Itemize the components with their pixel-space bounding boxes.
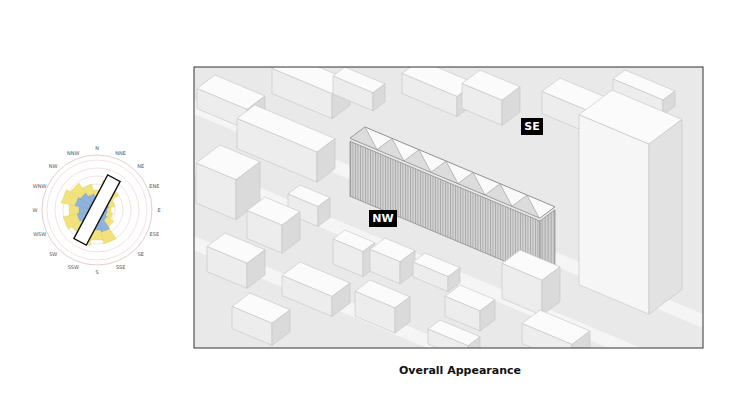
building-side xyxy=(318,198,330,227)
building xyxy=(207,233,265,288)
tower xyxy=(579,90,682,314)
building-face xyxy=(462,84,502,126)
compass-label: WNW xyxy=(33,184,47,189)
rose-ring xyxy=(42,155,152,265)
compass-label: NE xyxy=(137,164,144,169)
building xyxy=(522,310,590,348)
building-side xyxy=(272,310,290,346)
building-side xyxy=(572,331,590,348)
building xyxy=(282,262,350,317)
rose-ring xyxy=(55,168,139,252)
building-side xyxy=(663,91,675,115)
building-face xyxy=(333,239,363,277)
compass-label: E xyxy=(157,208,160,213)
direction-tag: SE xyxy=(521,118,543,135)
building-face xyxy=(502,264,542,316)
figure-caption: Overall Appearance xyxy=(399,364,521,377)
building-face xyxy=(232,307,272,346)
building-side xyxy=(247,250,265,288)
wind-rose xyxy=(42,155,152,265)
building-side xyxy=(332,283,350,317)
building-side xyxy=(373,84,385,111)
building-face xyxy=(428,329,468,348)
building xyxy=(445,285,495,331)
building-face xyxy=(579,115,649,314)
roof-panel xyxy=(512,195,554,218)
building-face xyxy=(522,324,572,349)
compass-label: NNE xyxy=(115,150,126,155)
rose-ring xyxy=(47,160,147,260)
building xyxy=(370,238,415,284)
compass-label: ESE xyxy=(150,231,160,236)
compass-label: S xyxy=(95,270,98,275)
building-side xyxy=(395,297,410,333)
building-face xyxy=(355,291,395,333)
building-face xyxy=(333,76,373,111)
compass-label: N xyxy=(95,146,99,151)
building-side xyxy=(502,87,520,126)
building-side xyxy=(282,212,300,254)
sawtooth-roof xyxy=(350,127,555,218)
building xyxy=(502,250,560,315)
compass-label: ENE xyxy=(149,184,159,189)
direction-tag: NW xyxy=(369,210,397,227)
direction-label: NW xyxy=(372,212,393,225)
massing-view xyxy=(194,67,703,348)
compass-label: SSW xyxy=(68,265,79,270)
building-side xyxy=(542,267,560,316)
building xyxy=(355,280,410,333)
compass-label: WSW xyxy=(33,231,46,236)
roof-outline xyxy=(350,127,555,218)
building-face xyxy=(370,249,400,284)
direction-label: SE xyxy=(524,120,539,133)
building xyxy=(247,197,300,253)
compass-label: NNW xyxy=(67,150,79,155)
compass-label: SW xyxy=(49,251,57,256)
building xyxy=(333,230,375,277)
building xyxy=(428,320,480,348)
building-face xyxy=(207,247,247,289)
building xyxy=(333,67,385,111)
ground xyxy=(194,67,703,348)
compass-label: SE xyxy=(138,251,144,256)
building-side xyxy=(649,119,682,314)
building-side xyxy=(317,139,335,183)
building xyxy=(462,70,520,125)
building-face xyxy=(196,163,236,220)
building-face xyxy=(272,69,332,119)
frame xyxy=(194,67,703,348)
building xyxy=(413,253,460,292)
compass-label: SSE xyxy=(116,265,126,270)
building-side xyxy=(468,337,480,348)
compass-label: NW xyxy=(49,164,58,169)
building-face xyxy=(413,262,448,292)
compass-label: W xyxy=(33,208,38,213)
site-orientation-bar xyxy=(74,175,120,245)
building-side xyxy=(480,300,495,331)
building xyxy=(232,293,290,345)
building-face xyxy=(402,74,457,117)
